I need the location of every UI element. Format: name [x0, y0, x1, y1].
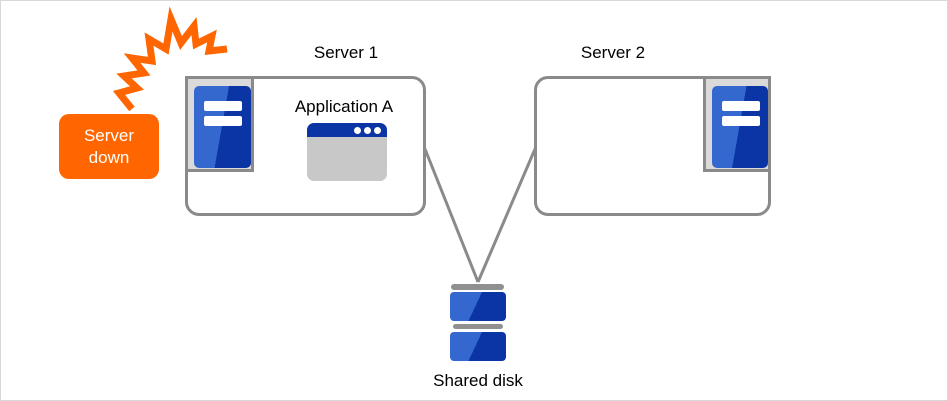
disk-platter	[450, 292, 506, 321]
shared-disk-label: Shared disk	[433, 371, 523, 390]
tower-slot	[204, 116, 242, 126]
application-a-label: Application A	[294, 97, 394, 116]
server-down-callout: Server down	[59, 114, 159, 179]
disk-stack-icon	[450, 284, 506, 361]
disk-cap	[451, 284, 504, 290]
server-tower-icon	[712, 86, 768, 168]
app-window-icon	[307, 123, 387, 181]
server-down-label-line1: Server	[83, 125, 135, 145]
tower-slot	[722, 116, 760, 126]
server1-title: Server 1	[313, 43, 379, 62]
connector-server1-disk	[423, 148, 480, 283]
app-window-dot	[354, 127, 361, 134]
app-window-dot	[374, 127, 381, 134]
tower-slot	[204, 101, 242, 111]
disk-platter	[450, 332, 506, 361]
tower-slot	[722, 101, 760, 111]
server-down-label-line2: down	[88, 147, 130, 167]
server2-title: Server 2	[580, 43, 646, 62]
disk-divider	[453, 324, 503, 329]
server1-icon-panel	[185, 76, 254, 172]
server-tower-icon	[194, 86, 251, 168]
server2-icon-panel	[703, 76, 771, 172]
connector-server2-disk	[476, 148, 537, 283]
app-window-dot	[364, 127, 371, 134]
